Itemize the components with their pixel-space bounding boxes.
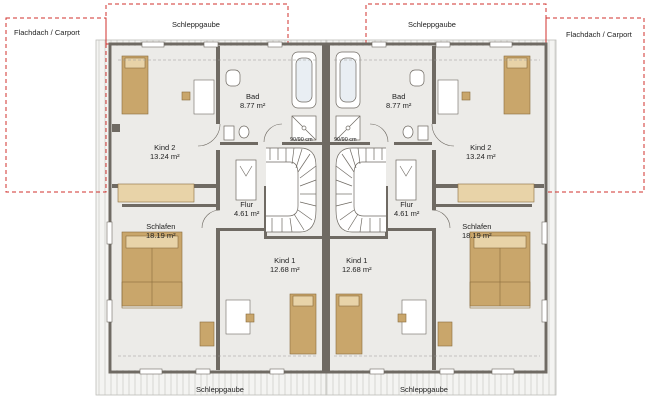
bathroom-fixtures-right: [335, 51, 429, 141]
room-name: Bad: [246, 92, 260, 101]
room-name: Kind 1: [346, 256, 368, 265]
shower-size-right: 90/90 cm: [334, 137, 357, 143]
room-area: 18.19 m²: [462, 231, 492, 240]
room-flur-left: Flur 4.61 m²: [234, 200, 259, 218]
room-name: Flur: [240, 200, 254, 209]
room-flur-right: Flur 4.61 m²: [394, 200, 419, 218]
carport-label-right: Flachdach / Carport: [566, 30, 632, 39]
gaube-outline-left: [105, 3, 289, 44]
room-kind2-right: Kind 2 13.24 m²: [466, 143, 496, 161]
room-name: Kind 2: [470, 143, 492, 152]
room-name: Schlafen: [462, 222, 492, 231]
furniture-right: [335, 55, 535, 355]
wardrobe-cross-right: [399, 165, 413, 177]
room-bad-right: Bad 8.77 m²: [386, 92, 411, 110]
shower-size-left: 90/90 cm: [290, 137, 313, 143]
room-area: 13.24 m²: [466, 152, 496, 161]
room-name: Schlafen: [146, 222, 176, 231]
room-area: 4.61 m²: [394, 209, 420, 218]
carport-label-left: Flachdach / Carport: [14, 28, 80, 37]
room-area: 12.68 m²: [342, 265, 372, 274]
gaube-label-bottom-left: Schleppgaube: [196, 385, 244, 394]
room-schlafen-right: Schlafen 18.19 m²: [462, 222, 492, 240]
gaube-label-top-right: Schleppgaube: [408, 20, 456, 29]
gaube-label-bottom-right: Schleppgaube: [400, 385, 448, 394]
room-kind1-right: Kind 1 12.68 m²: [342, 256, 372, 274]
room-bad-left: Bad 8.77 m²: [240, 92, 265, 110]
room-area: 4.61 m²: [234, 209, 260, 218]
room-area: 8.77 m²: [240, 101, 266, 110]
room-name: Flur: [400, 200, 414, 209]
gaube-label-top-left: Schleppgaube: [172, 20, 220, 29]
room-area: 12.68 m²: [270, 265, 300, 274]
room-area: 13.24 m²: [150, 152, 180, 161]
room-schlafen-left: Schlafen 18.19 m²: [146, 222, 176, 240]
staircase-left: [266, 147, 317, 233]
staircase-right: [335, 147, 386, 233]
carport-outline-left: [5, 17, 107, 193]
wardrobe-cross-left: [239, 165, 253, 177]
wardrobe-flur-right: [395, 159, 417, 201]
windows: [106, 41, 548, 375]
room-name: Kind 2: [154, 143, 176, 152]
room-kind2-left: Kind 2 13.24 m²: [150, 143, 180, 161]
room-name: Kind 1: [274, 256, 296, 265]
roof-slope-lines: [118, 59, 540, 357]
wardrobe-flur-left: [235, 159, 257, 201]
gaube-outline-right: [365, 3, 547, 44]
door-swings: [197, 123, 455, 229]
room-area: 8.77 m²: [386, 101, 412, 110]
room-kind1-left: Kind 1 12.68 m²: [270, 256, 300, 274]
room-area: 18.19 m²: [146, 231, 176, 240]
room-name: Bad: [392, 92, 406, 101]
carport-outline-right: [545, 17, 645, 193]
bathroom-fixtures-left: [223, 51, 317, 141]
party-wall: [322, 44, 330, 372]
furniture-left: [117, 55, 317, 355]
